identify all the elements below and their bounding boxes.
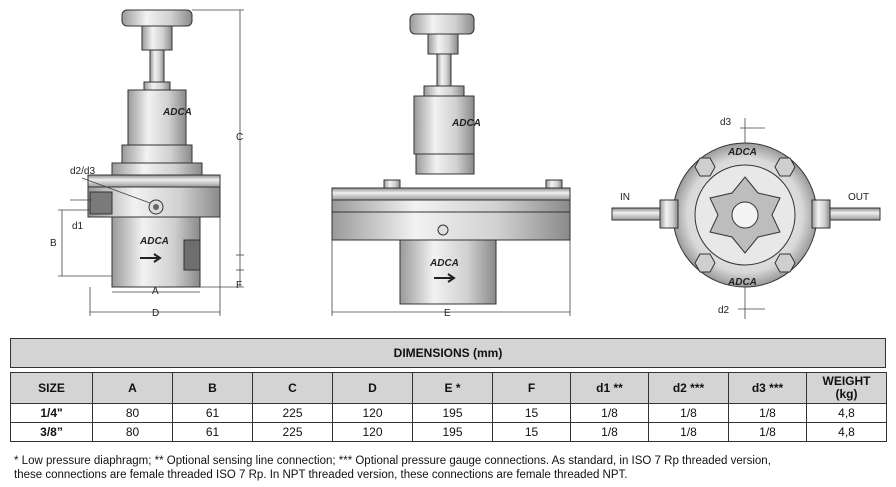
- flow-arrow-center: [434, 273, 456, 283]
- table-cell: 1/8: [648, 403, 729, 423]
- table-cell: 195: [412, 422, 493, 442]
- table-cell: 4,8: [806, 422, 887, 442]
- footnote-line-2: these connections are female threaded IS…: [14, 469, 628, 481]
- table-cell: 4,8: [806, 403, 887, 423]
- table-cell: 195: [412, 403, 493, 423]
- flow-arrow-left: [140, 253, 162, 263]
- table-header-cell: A: [92, 372, 173, 404]
- table-cell: 1/8: [570, 422, 649, 442]
- brand-logo-bottom: ADCA: [727, 277, 757, 288]
- dim-label-f: F: [236, 280, 242, 291]
- right-top-view: ADCA ADCA IN OUT d3 d2: [611, 117, 881, 319]
- table-header-cell: E *: [412, 372, 493, 404]
- table-cell: 61: [172, 403, 253, 423]
- table-cell: 1/8: [648, 422, 729, 442]
- dim-label-e: E: [444, 308, 451, 319]
- center-front-view: ADCA ADCA E: [331, 13, 571, 319]
- table-cell: 1/8: [728, 403, 807, 423]
- adjusting-stem: [149, 49, 165, 87]
- handwheel-front: [409, 13, 475, 35]
- table-header-cell: B: [172, 372, 253, 404]
- table-cell: 15: [492, 422, 571, 442]
- outlet-label: OUT: [848, 192, 869, 203]
- dim-label-d: D: [152, 308, 159, 319]
- table-cell: 80: [92, 422, 173, 442]
- table-cell: 225: [252, 422, 333, 442]
- table-header-cell: C: [252, 372, 333, 404]
- table-cell: 61: [172, 422, 253, 442]
- diaphragm-front: [331, 211, 571, 241]
- technical-drawings: ADCA ADCA C B: [50, 9, 881, 319]
- brand-logo-center: ADCA: [451, 118, 481, 129]
- table-cell: 15: [492, 403, 571, 423]
- left-side-view: ADCA ADCA C B: [50, 9, 244, 319]
- brand-logo-left-body: ADCA: [139, 236, 169, 247]
- table-cell: 225: [252, 403, 333, 423]
- size-cell: 3/8”: [10, 422, 93, 442]
- table-header-cell: SIZE: [10, 372, 93, 404]
- brand-logo-top: ADCA: [727, 147, 757, 158]
- cover-front: [331, 187, 571, 201]
- inlet-pipe: [611, 207, 663, 221]
- footnote: * Low pressure diaphragm; ** Optional se…: [14, 454, 890, 482]
- brand-logo-center-body: ADCA: [429, 258, 459, 269]
- bonnet-front: [413, 95, 475, 155]
- size-cell: 1/4": [10, 403, 93, 423]
- table-header-cell: d3 ***: [728, 372, 807, 404]
- dim-label-b: B: [50, 238, 57, 249]
- dim-label-c: C: [236, 132, 243, 143]
- dim-label-d3: d3: [720, 117, 732, 128]
- table-header-cell: F: [492, 372, 571, 404]
- table-header-cell: d1 **: [570, 372, 649, 404]
- diaphragm-flange: [87, 174, 221, 188]
- dimensions-title: DIMENSIONS (mm): [10, 338, 886, 368]
- table-header-cell: WEIGHT(kg): [806, 372, 887, 404]
- table-header-cell: d2 ***: [648, 372, 729, 404]
- table-header-cell: D: [332, 372, 413, 404]
- bonnet-nut: [121, 144, 193, 164]
- table-cell: 120: [332, 403, 413, 423]
- inlet-label: IN: [620, 192, 630, 203]
- dim-label-d2: d2: [718, 305, 730, 316]
- handwheel: [121, 9, 193, 27]
- table-cell: 120: [332, 422, 413, 442]
- brand-logo-left: ADCA: [162, 107, 192, 118]
- table-cell: 1/8: [570, 403, 649, 423]
- handwheel-hub: [141, 25, 173, 51]
- table-cell: 1/8: [728, 422, 807, 442]
- table-cell: 80: [92, 403, 173, 423]
- footnote-line-1: * Low pressure diaphragm; ** Optional se…: [14, 455, 771, 467]
- dim-label-d1: d1: [72, 221, 84, 232]
- dim-label-a: A: [152, 286, 159, 297]
- dim-label-d2d3: d2/d3: [70, 166, 95, 177]
- bonnet: [127, 89, 187, 146]
- body-front: [399, 239, 497, 305]
- outlet-pipe: [829, 207, 881, 221]
